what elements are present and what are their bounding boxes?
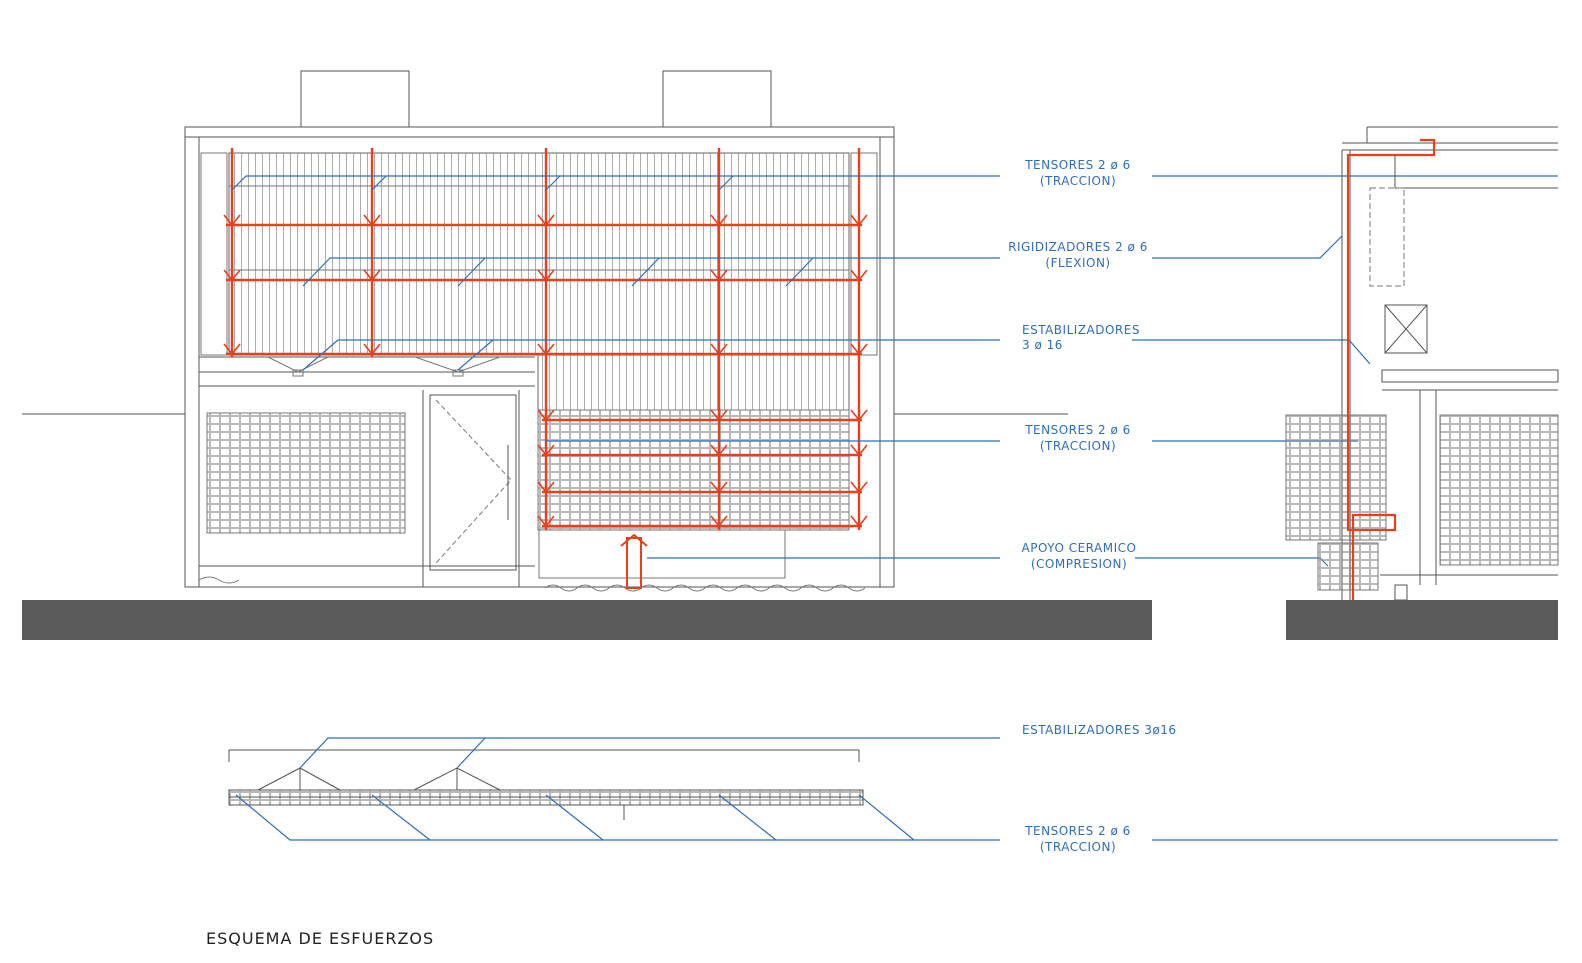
label-apoyo-sub: (COMPRESION) [1031,557,1127,571]
roof-box-left [300,70,410,128]
label-estabilizadores-plan: ESTABILIZADORES 3ø16 [1022,723,1177,737]
slat-panel-upper [228,152,850,356]
entrance-door [429,394,517,571]
label-estabilizadores: ESTABILIZADORES [1022,323,1140,337]
brick-lattice-right [537,409,850,531]
roof-box-right [662,70,772,128]
brick-wall-left [206,412,406,534]
section-drawing [1285,126,1559,601]
plan-leader-lines [235,737,1558,841]
ceramic-support [626,537,642,589]
section-brick-right [1439,414,1559,566]
leader-lines [231,175,1558,567]
label-tensores-plan-sub: (TRACCION) [1040,840,1116,854]
plan-drawing [228,749,864,820]
elevation-drawing [22,70,1068,592]
label-tensores-mid: TENSORES 2 ø 6 [1024,423,1131,437]
slat-panel-right [537,354,850,411]
ground-slab-elevation [22,600,1152,640]
label-tensores-top-sub: (TRACCION) [1040,174,1116,188]
building-outline [184,126,895,588]
section-brick-left [1285,414,1387,541]
tensor-grid [226,148,862,589]
label-apoyo: APOYO CERAMICO [1022,541,1137,555]
section-tensor [1346,138,1436,600]
label-rigidizadores-sub: (FLEXION) [1045,256,1110,270]
drawing-title: ESQUEMA DE ESFUERZOS [206,929,434,948]
ground-slab-section [1286,600,1558,640]
label-estabilizadores-sub: 3 ø 16 [1022,338,1063,352]
stabilizer-struts [267,356,501,377]
label-tensores-top: TENSORES 2 ø 6 [1024,158,1131,172]
label-tensores-plan: TENSORES 2 ø 6 [1024,824,1131,838]
label-rigidizadores: RIGIDIZADORES 2 ø 6 [1008,240,1148,254]
labels: TENSORES 2 ø 6 (TRACCION) RIGIDIZADORES … [1008,158,1176,854]
arrow-marks [223,214,868,528]
label-tensores-mid-sub: (TRACCION) [1040,439,1116,453]
